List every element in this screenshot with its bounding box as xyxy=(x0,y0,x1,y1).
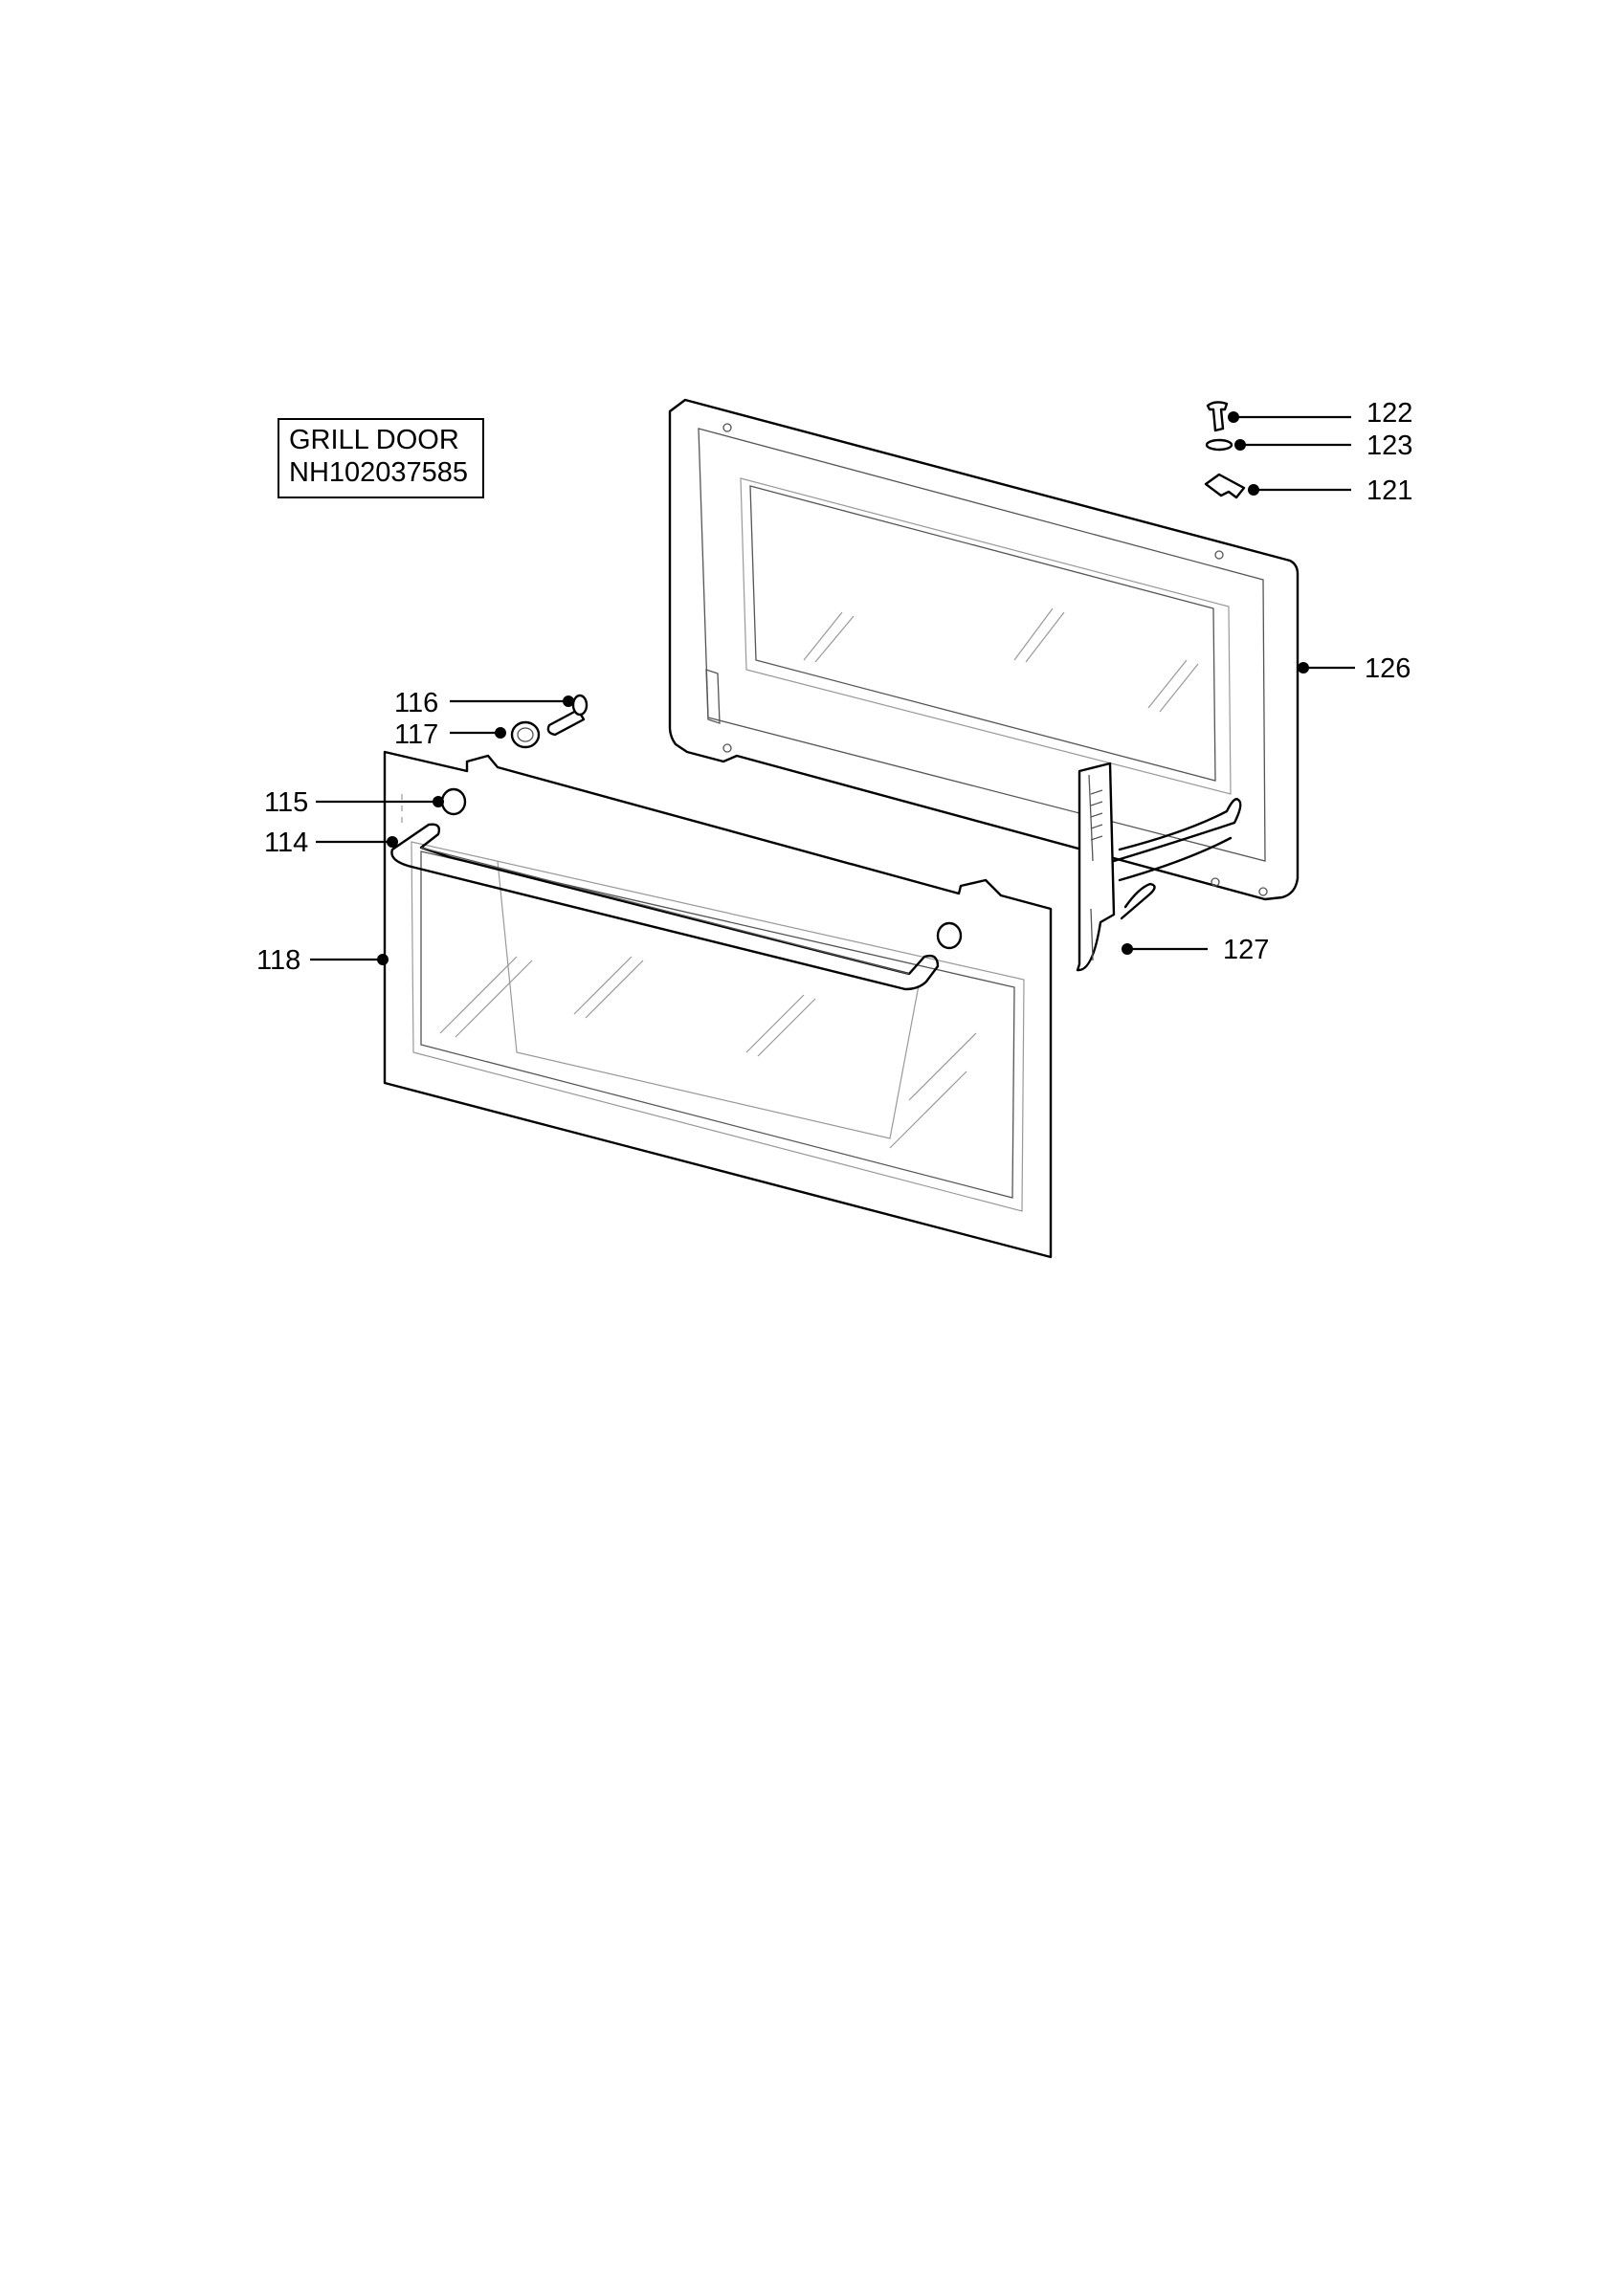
callout-114: 114 xyxy=(264,828,308,858)
diagram-part-number: NH102037585 xyxy=(289,457,469,488)
fixing-screw xyxy=(1206,401,1229,432)
outer-door-glass xyxy=(383,750,1053,1259)
callout-leaders xyxy=(310,411,1355,965)
fixing-clip xyxy=(1204,473,1246,499)
callout-123: 123 xyxy=(1366,430,1412,461)
callout-116: 116 xyxy=(394,688,438,718)
callout-126: 126 xyxy=(1365,653,1411,684)
callout-122: 122 xyxy=(1366,398,1412,429)
door-handle xyxy=(390,823,940,991)
callout-117: 117 xyxy=(394,719,438,750)
fixing-washer xyxy=(1205,438,1233,452)
callout-121: 121 xyxy=(1366,475,1412,506)
screw-and-washer xyxy=(510,694,589,749)
diagram-title: GRILL DOOR xyxy=(289,425,459,455)
diagram-title-box: GRILL DOOR NH102037585 xyxy=(278,418,484,498)
handle-bushes xyxy=(440,787,963,950)
callout-127: 127 xyxy=(1223,935,1269,965)
hinge-assembly xyxy=(1076,762,1242,972)
callout-115: 115 xyxy=(264,787,308,818)
inner-door-panel xyxy=(668,398,1300,901)
callout-118: 118 xyxy=(256,945,300,976)
